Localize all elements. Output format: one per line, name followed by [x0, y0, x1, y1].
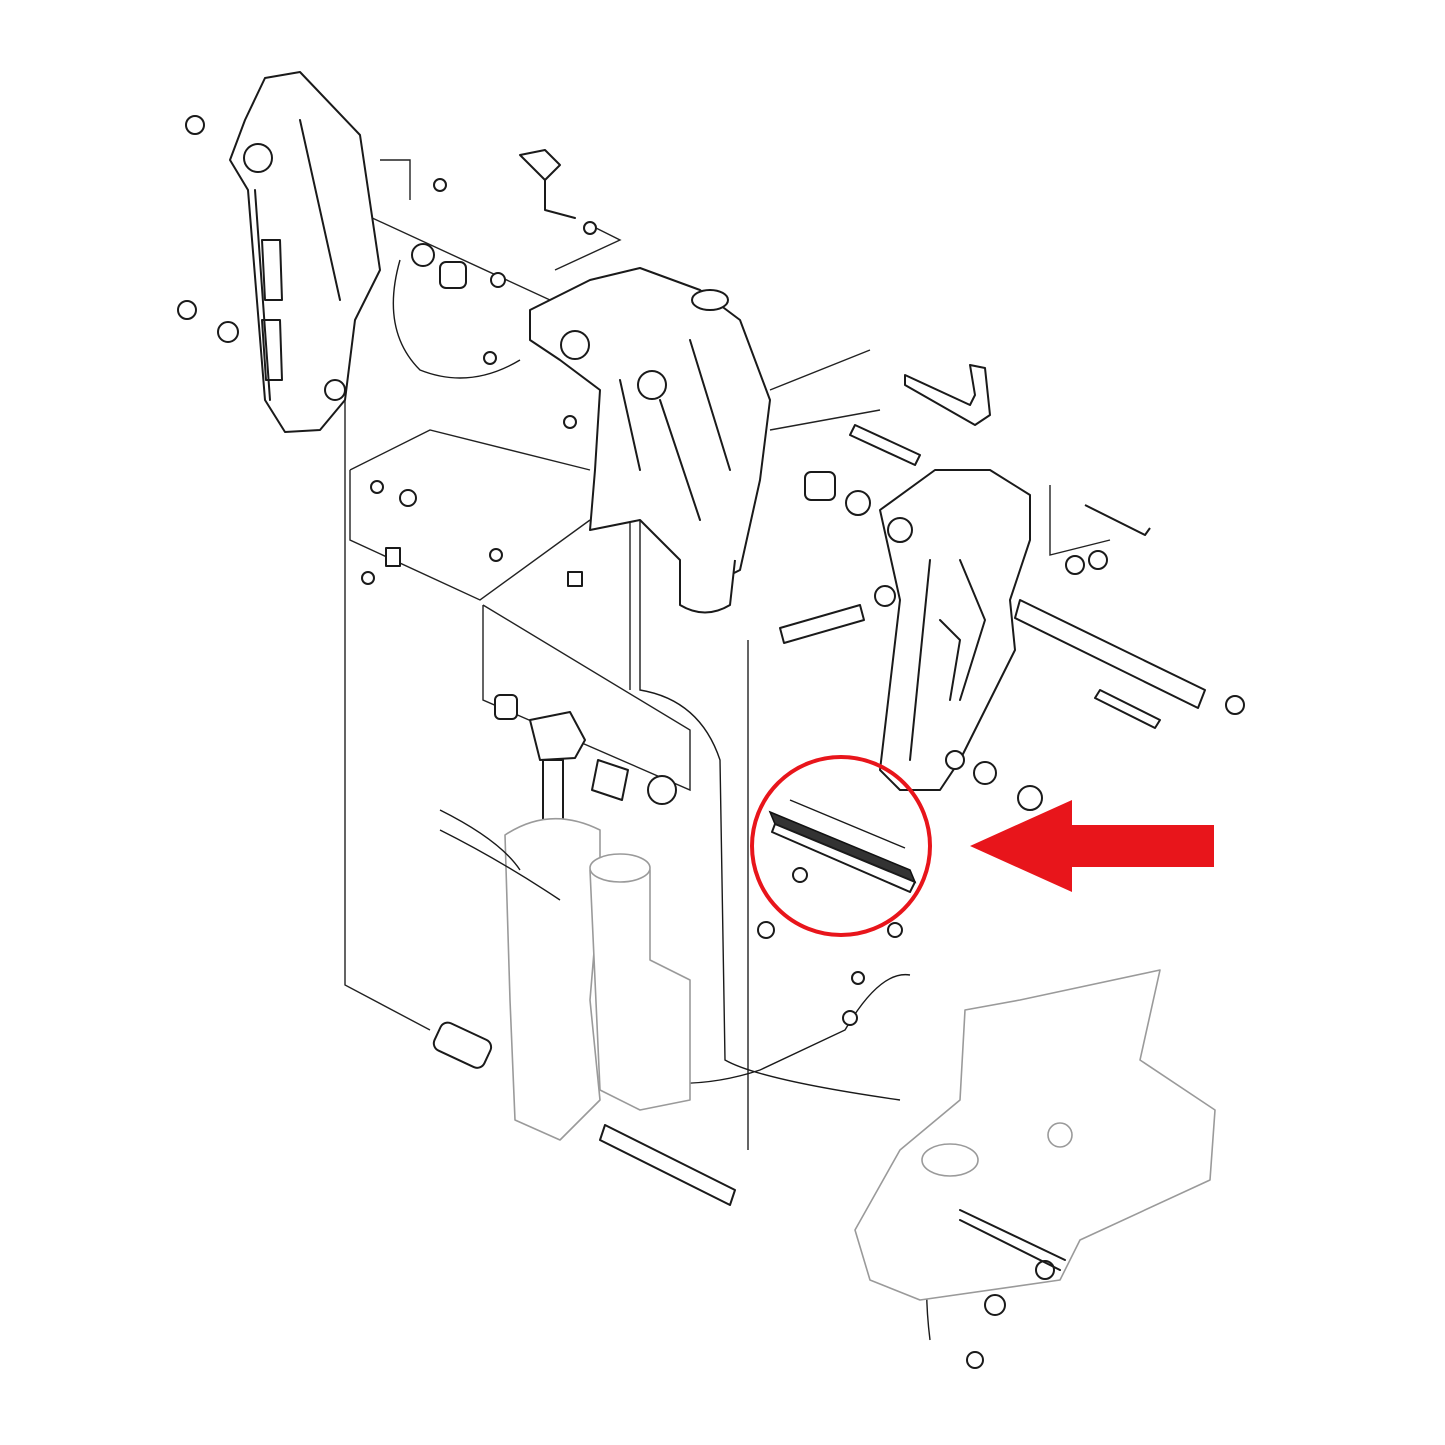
left-clamp-bracket — [229, 71, 381, 433]
bolts-left — [177, 115, 597, 587]
highlight-arrow — [970, 800, 1214, 892]
highlight-circle — [750, 755, 932, 937]
swivel-bracket — [529, 267, 771, 614]
anode-bar-part — [757, 799, 917, 1026]
lower-housing — [854, 969, 1216, 1369]
right-clamp-bracket — [879, 469, 1245, 811]
trim-tilt-unit — [432, 694, 736, 1206]
tilt-pins — [519, 149, 1151, 644]
